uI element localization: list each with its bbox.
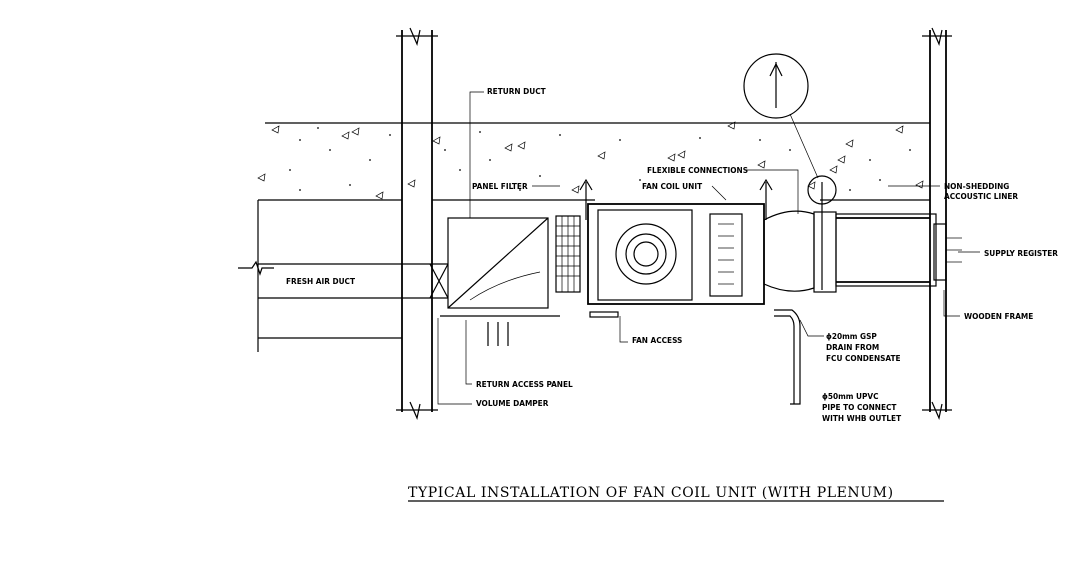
label-drain-line-2: DRAIN FROM xyxy=(826,342,879,352)
label-fan-access: FAN ACCESS xyxy=(632,335,682,345)
label-wooden-frame: WOODEN FRAME xyxy=(964,311,1033,321)
hanger-rods xyxy=(579,175,837,290)
label-return-access-panel: RETURN ACCESS PANEL xyxy=(476,379,573,389)
drawing-caption: TYPICAL INSTALLATION OF FAN COIL UNIT (W… xyxy=(408,485,894,501)
label-pipe-line-3: WITH WHB OUTLET xyxy=(822,413,901,423)
label-pipe-line-1: ϕ50mm UPVC xyxy=(822,391,879,401)
label-accoustic-liner: ACCOUSTIC LINER xyxy=(944,191,1018,201)
label-fan-coil-unit: FAN COIL UNIT xyxy=(642,181,702,191)
left-wall xyxy=(396,27,438,420)
fan-coil-unit-body xyxy=(587,203,765,318)
panel-filter xyxy=(555,215,581,293)
label-volume-damper: VOLUME DAMPER xyxy=(476,398,549,408)
drain-pipe xyxy=(774,309,801,405)
label-drain-line-1: ϕ20mm GSP xyxy=(826,331,877,341)
return-plenum xyxy=(440,217,560,317)
right-wall xyxy=(922,27,952,420)
supply-duct xyxy=(763,210,962,293)
concrete-slab xyxy=(257,121,930,201)
label-pipe-line-2: PIPE TO CONNECT xyxy=(822,402,896,412)
leader-lines xyxy=(437,91,980,405)
label-drain-line-3: FCU CONDENSATE xyxy=(826,353,901,363)
label-return-duct: RETURN DUCT xyxy=(487,86,546,96)
label-supply-register: SUPPLY REGISTER xyxy=(984,248,1058,258)
label-fresh-air-duct: FRESH AIR DUCT xyxy=(286,276,355,286)
annotation-labels: RETURN DUCT PANEL FILTER FLEXIBLE CONNEC… xyxy=(286,86,1058,423)
fresh-air-duct xyxy=(238,200,449,352)
return-access-panel xyxy=(487,322,509,346)
label-flexible-connections: FLEXIBLE CONNECTIONS xyxy=(647,165,748,175)
label-non-shedding: NON-SHEDDING xyxy=(944,181,1009,191)
label-panel-filter: PANEL FILTER xyxy=(472,181,528,191)
anchor-detail-callout xyxy=(743,53,819,179)
